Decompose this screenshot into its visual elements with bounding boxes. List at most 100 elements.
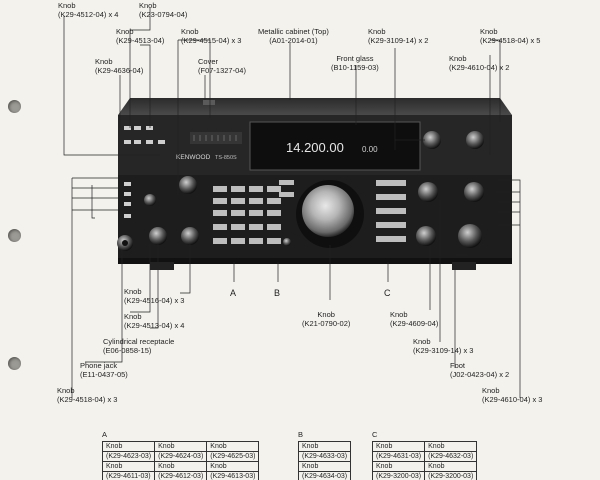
section-label-c: C <box>384 288 391 298</box>
table-cell: (K29-4611-03) <box>101 471 156 480</box>
table-b-caption: B <box>298 430 304 439</box>
binder-hole <box>8 229 21 242</box>
label-knob-k29-4515: Knob(K29-4515-04) x 3 <box>181 27 242 45</box>
binder-hole <box>8 357 21 370</box>
panel-button <box>134 126 141 130</box>
table-cell: Knob <box>371 461 426 472</box>
table-cell: Knob <box>154 441 208 452</box>
keypad-key <box>213 224 227 230</box>
keypad-key <box>213 210 227 216</box>
keypad-key <box>249 238 263 244</box>
keypad-key <box>249 186 263 192</box>
keypad-key <box>267 186 281 192</box>
binder-hole <box>8 100 21 113</box>
table-cell: (K29-4625-03) <box>206 451 260 462</box>
display-frequency: 14.200.00 <box>286 140 344 155</box>
label-knob-k29-4610-top: Knob(K29-4610-04) x 2 <box>449 54 510 72</box>
table-row: (K29-4633-03) <box>297 451 352 462</box>
front-glass <box>249 121 421 171</box>
keypad-key <box>213 198 227 204</box>
proc-knob <box>179 176 197 194</box>
label-front-glass: Front glass(B10-1159-03) <box>331 54 379 72</box>
keypad-key <box>231 198 245 204</box>
keypad-key <box>267 224 281 230</box>
table-row: Knob <box>297 461 352 472</box>
label-knob-k29-4513-bottom: Knob(K29-4513-04) x 4 <box>124 312 185 330</box>
table-row: (K29-4611-03)(K29-4612-03)(K29-4613-03) <box>101 471 260 480</box>
main-tuning-knob <box>302 185 354 237</box>
section-label-a: A <box>230 288 237 298</box>
keypad-key <box>231 210 245 216</box>
table-cell: Knob <box>101 441 156 452</box>
label-knob-k29-4518-top: Knob(K29-4518-04) x 5 <box>480 27 541 45</box>
panel-button <box>158 140 165 144</box>
label-knob-k21-0790: Knob(K21-0790-02) <box>302 310 351 328</box>
table-cell: (K29-4623-03) <box>101 451 156 462</box>
table-cell: (K29-4612-03) <box>154 471 208 480</box>
keypad-key <box>267 238 281 244</box>
radio-body: 14.200.00 0.00 KENWOOD TS-850S <box>117 98 512 270</box>
table-cell: (K29-4633-03) <box>297 451 352 462</box>
label-knob-k29-4636: Knob(K29-4636-04) <box>95 57 144 75</box>
label-knob-k29-3109-top: Knob(K29-3109-14) x 2 <box>368 27 429 45</box>
panel-button <box>124 126 131 130</box>
function-key <box>376 180 406 186</box>
mic-knob <box>144 194 156 206</box>
label-cover: Cover(F07-1327-04) <box>198 57 246 75</box>
panel-button <box>146 140 153 144</box>
table-cell: Knob <box>154 461 208 472</box>
table-cell: Knob <box>101 461 156 472</box>
label-cylindrical-receptacle: Cylindrical receptacle(E06-0858-15) <box>103 337 175 355</box>
keypad-key <box>231 224 245 230</box>
notch-knob <box>423 131 441 149</box>
s-meter <box>190 132 242 144</box>
label-knob-k29-4610-bottom: Knob(K29-4610-04) x 3 <box>482 386 543 404</box>
cover-plate <box>203 100 215 105</box>
label-foot: Foot(J02-0423-04) x 2 <box>450 361 510 379</box>
sql-knob <box>181 227 199 245</box>
table-row: Knob <box>297 441 352 452</box>
table-cell: (K29-4624-03) <box>154 451 208 462</box>
model-name: TS-850S <box>215 155 237 161</box>
label-metallic-cabinet: Metallic cabinet (Top)(A01-2014-01) <box>258 27 329 45</box>
table-cell: Knob <box>424 461 478 472</box>
panel-button <box>124 214 131 218</box>
display-sub-frequency: 0.00 <box>362 145 378 154</box>
table-row: (K29-4631-03)(K29-4632-03) <box>371 451 478 462</box>
slope-tune-knob <box>458 224 482 248</box>
leader-lines <box>63 8 521 398</box>
keypad-key <box>249 210 263 216</box>
table-cell: (K29-3200-03) <box>424 471 478 480</box>
foot-right <box>452 262 476 270</box>
label-knob-k29-4512: Knob(K29-4512-04) x 4 <box>58 1 119 19</box>
table-a-caption: A <box>102 430 108 439</box>
tune-knob <box>418 182 438 202</box>
table-cell: (K29-4631-03) <box>371 451 426 462</box>
label-knob-k29-4518-bottom: Knob(K29-4518-04) x 3 <box>57 386 118 404</box>
label-knob-k29-3109-bottom: Knob(K29-3109-14) x 3 <box>413 337 474 355</box>
metallic-cabinet-top <box>118 98 512 115</box>
table-cell: Knob <box>297 461 352 472</box>
label-knob-k29-4516: Knob(K29-4516-04) x 3 <box>124 287 185 305</box>
function-key <box>376 208 406 214</box>
mode-key <box>279 180 294 185</box>
function-key <box>376 236 406 242</box>
table-cell: Knob <box>371 441 426 452</box>
label-knob-k29-4513-top: Knob(K29-4513-04) <box>116 27 165 45</box>
table-row: (K29-4623-03)(K29-4624-03)(K29-4625-03) <box>101 451 260 462</box>
brand-logo: KENWOOD <box>176 154 211 161</box>
power-knob <box>464 182 484 202</box>
small-knob <box>283 238 291 246</box>
label-knob-k23-0794: Knob(K23-0794-04) <box>139 1 188 19</box>
keypad-key <box>249 224 263 230</box>
keypad-key <box>231 238 245 244</box>
table-cell: (K29-3200-03) <box>371 471 426 480</box>
table-row: (K29-3200-03)(K29-3200-03) <box>371 471 478 480</box>
panel-button <box>124 202 131 206</box>
